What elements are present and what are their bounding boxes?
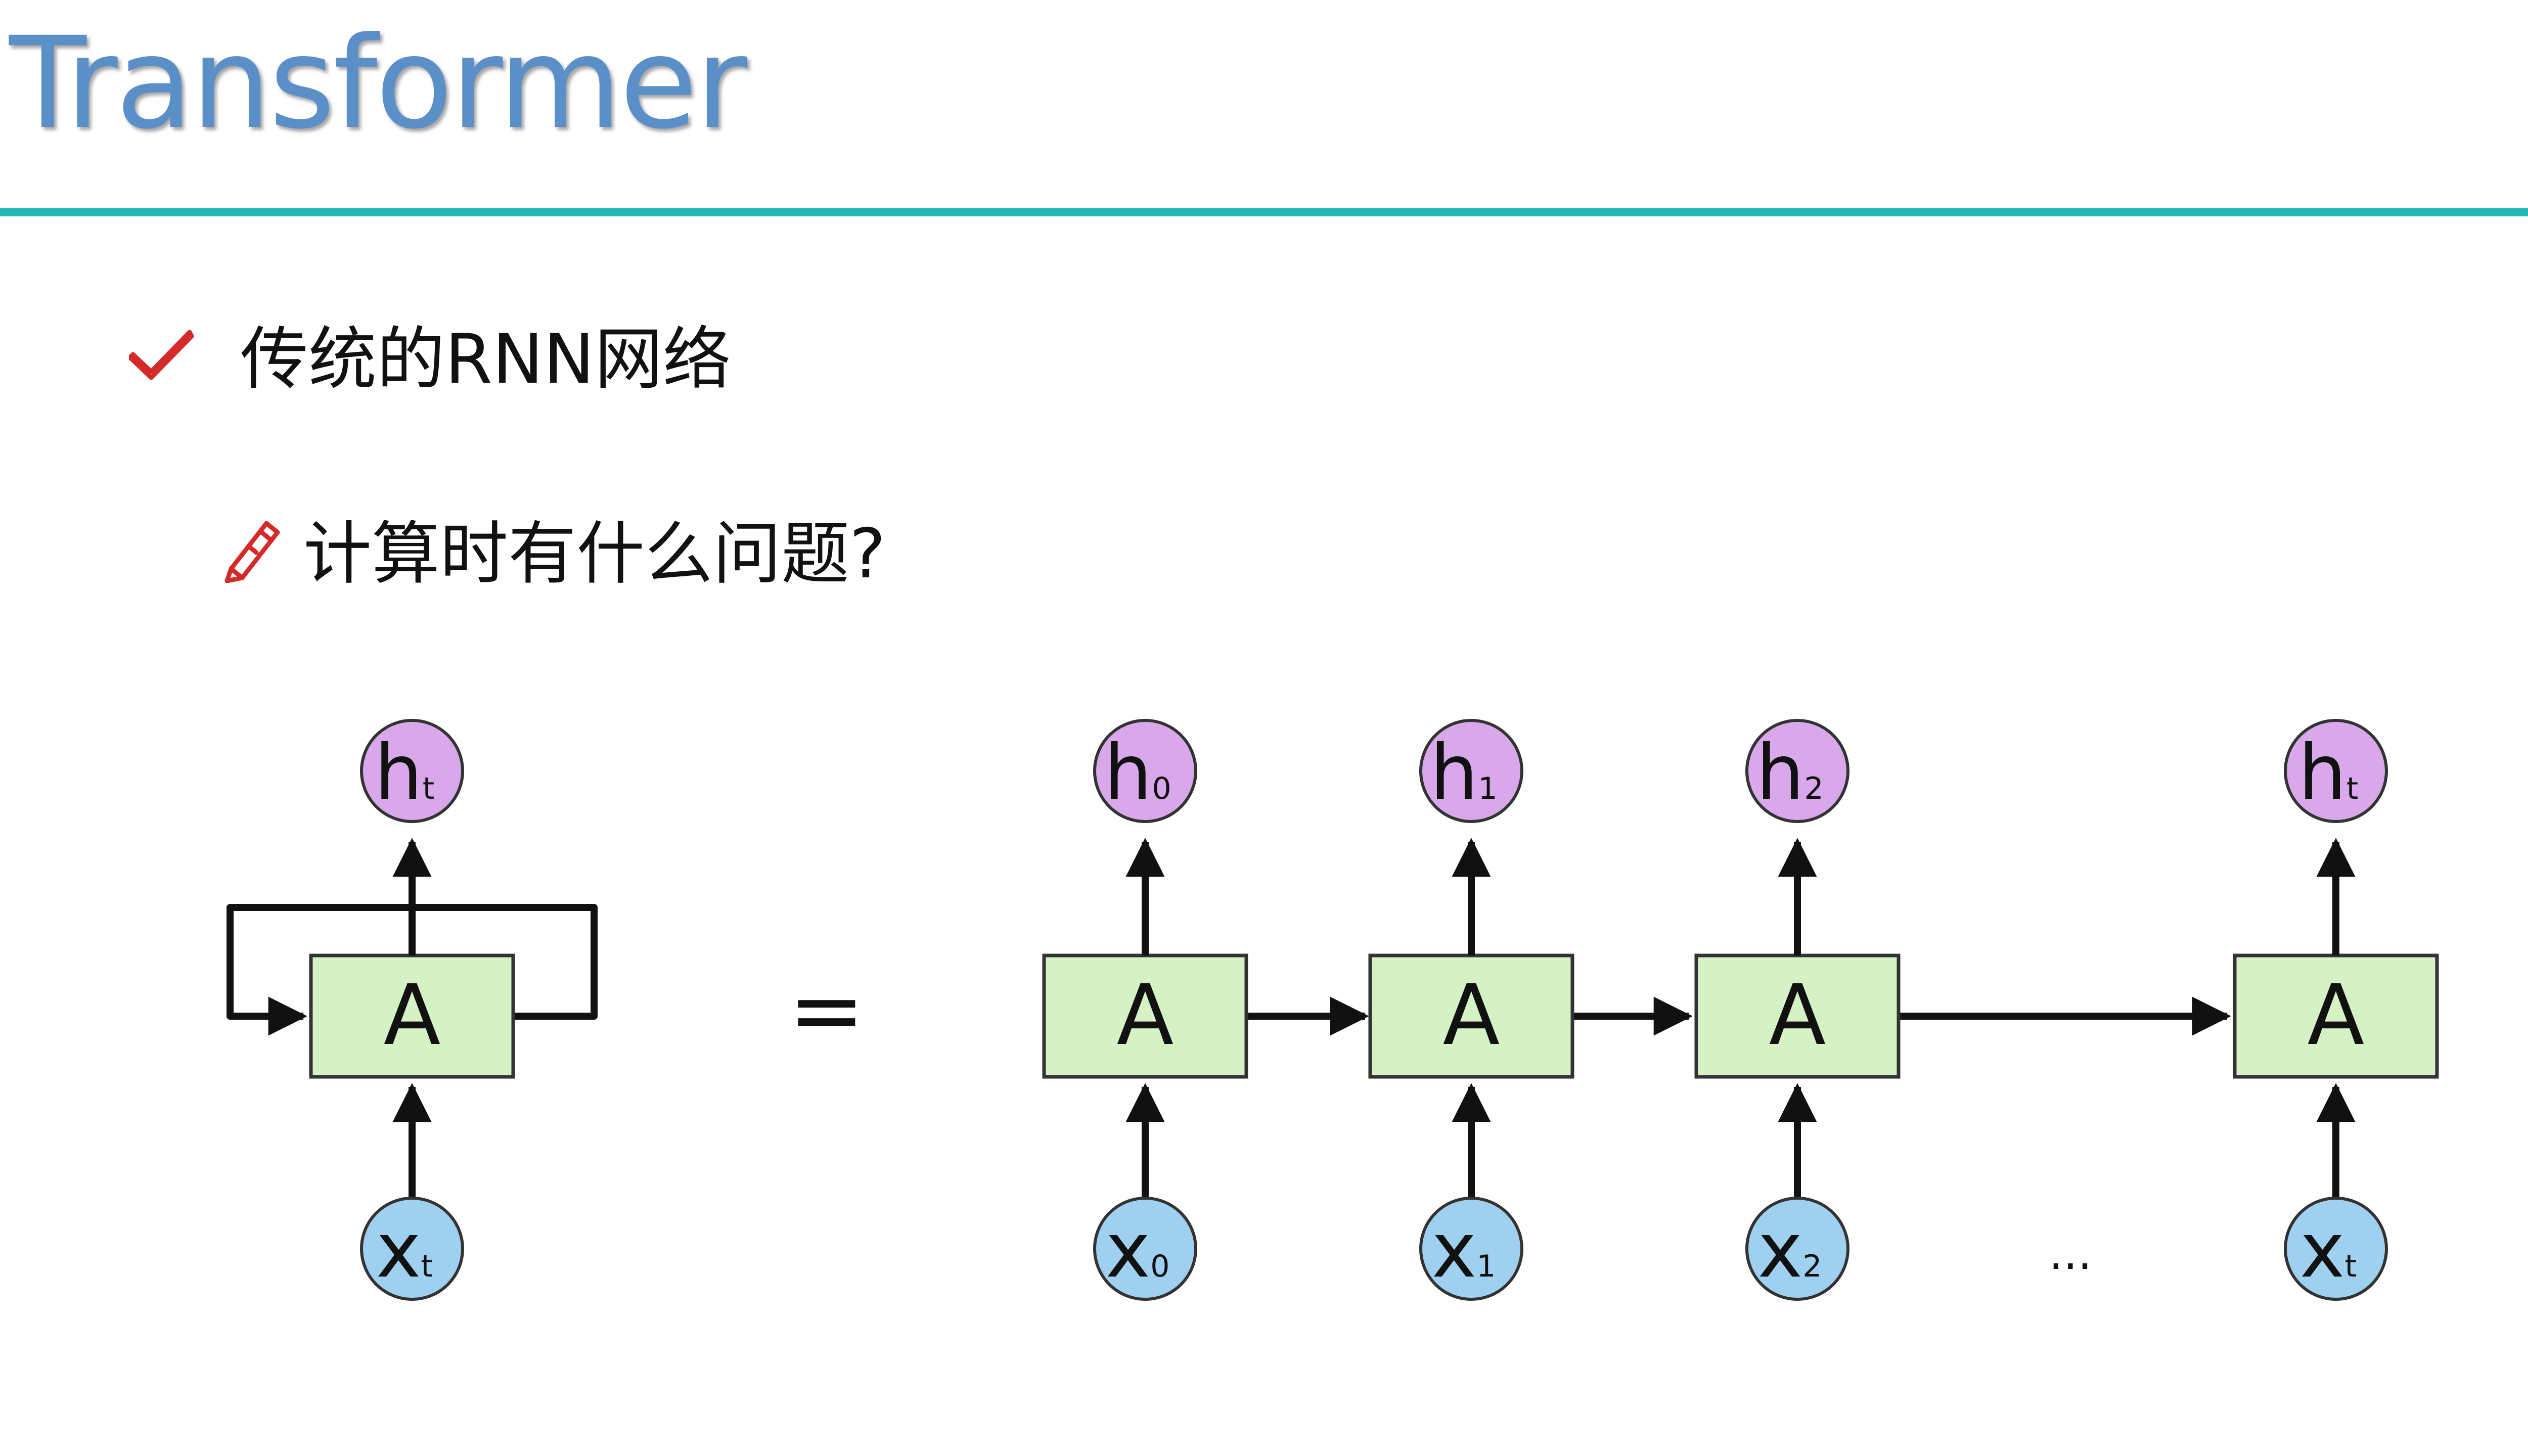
- bullet-computation-question: 计算时有什么问题?: [220, 498, 886, 597]
- input-node-label: x1: [1432, 1207, 1496, 1295]
- input-node-label: x2: [1758, 1207, 1822, 1295]
- input-node-label: x0: [1106, 1207, 1170, 1295]
- rolled-rnn-cell: A ht xt: [227, 719, 598, 1301]
- input-node-label: xt: [2300, 1207, 2357, 1295]
- bullet-text: 计算时有什么问题?: [303, 514, 886, 594]
- bullet-traditional-rnn: 传统的RNN网络: [127, 303, 731, 402]
- output-node-label: h0: [1104, 729, 1171, 817]
- output-node: [1093, 719, 1197, 823]
- output-node-label: ht: [375, 729, 435, 817]
- pencil-icon: [220, 512, 286, 583]
- input-node: [1419, 1197, 1523, 1301]
- rnn-cell-box: [2233, 953, 2439, 1079]
- unrolled-step-1: A h1 x1: [1368, 719, 1574, 1301]
- slide-title: Transformer: [9, 10, 747, 157]
- input-node: [1745, 1197, 1849, 1301]
- rnn-cell-label: A: [1117, 967, 1174, 1064]
- input-node: [1093, 1197, 1197, 1301]
- rnn-cell-label: A: [384, 967, 441, 1064]
- equals-sign: =: [789, 958, 865, 1063]
- unrolled-step-t: A ht xt: [2233, 719, 2439, 1301]
- rnn-cell-box: [1368, 953, 1574, 1079]
- unrolled-step-2: A h2 x2: [1694, 719, 1901, 1301]
- check-icon: [127, 325, 195, 381]
- title-underline-divider: [0, 208, 2528, 216]
- rnn-cell-label: A: [1443, 967, 1500, 1064]
- bullet-text: 传统的RNN网络: [240, 320, 731, 399]
- output-node-label: h1: [1430, 729, 1497, 817]
- unrolled-rnn-sequence: A h0 x0 A h1 x1 A h2 x: [1042, 719, 2439, 1301]
- sequence-ellipsis: ...: [2049, 1227, 2092, 1280]
- input-node-label: xt: [376, 1207, 433, 1295]
- rnn-cell-label: A: [2308, 967, 2365, 1064]
- output-node: [360, 719, 464, 823]
- rnn-cell-label: A: [1769, 967, 1826, 1064]
- output-node-label: ht: [2298, 729, 2359, 817]
- output-node-label: h2: [1756, 729, 1823, 817]
- output-node: [1745, 719, 1849, 823]
- unrolled-step-0: A h0 x0: [1042, 719, 1248, 1301]
- input-node: [2284, 1197, 2388, 1301]
- output-node: [1419, 719, 1523, 823]
- input-node: [360, 1197, 464, 1301]
- rnn-cell-box: [309, 953, 515, 1079]
- output-node: [2284, 719, 2388, 823]
- rnn-cell-box: [1694, 953, 1901, 1079]
